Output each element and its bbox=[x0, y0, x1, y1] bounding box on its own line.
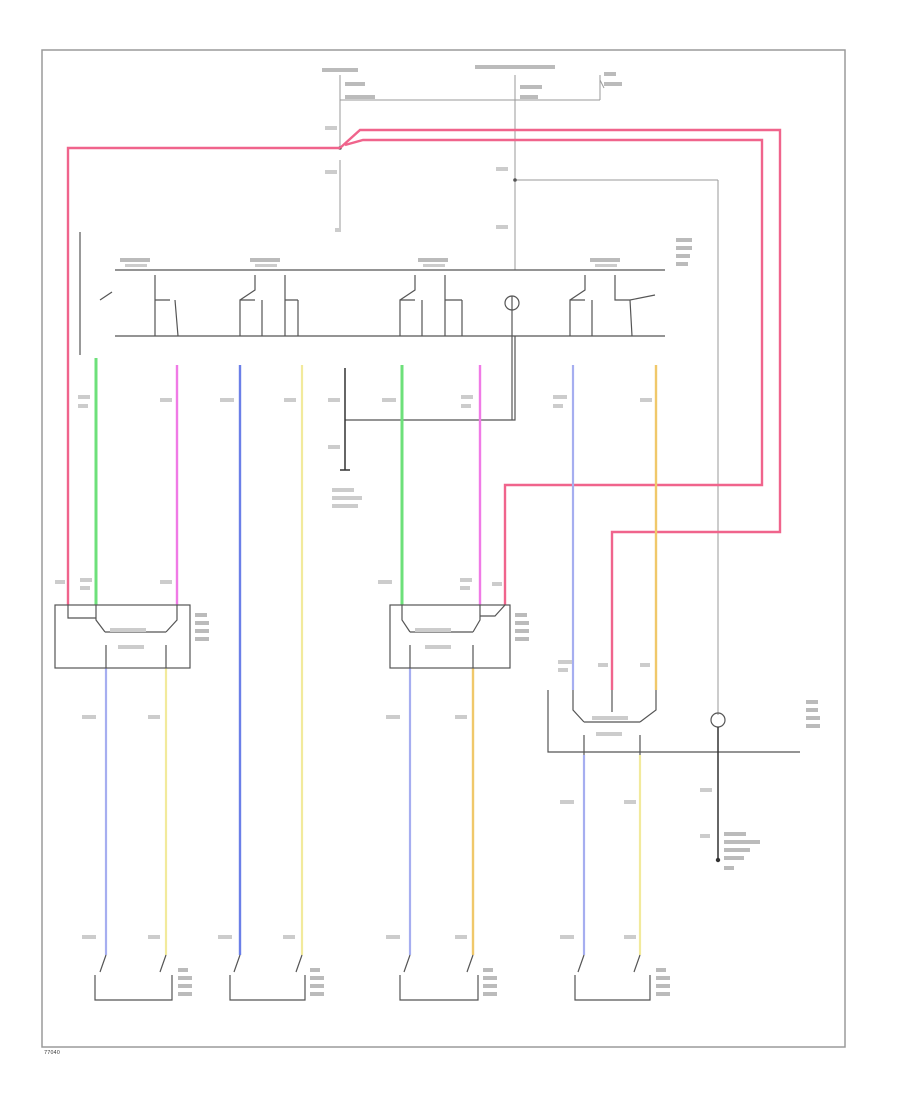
master-switch-right-front bbox=[399, 275, 463, 336]
component-labels bbox=[55, 65, 820, 996]
diagram-number: 77040 bbox=[44, 1050, 60, 1056]
left-rear-door-switch bbox=[54, 604, 191, 669]
right-front-window-motor bbox=[399, 954, 479, 1001]
master-switch-left-front bbox=[239, 275, 299, 336]
master-switch-assembly bbox=[79, 232, 665, 471]
left-front-window-motor bbox=[229, 954, 306, 1001]
illumination-lamp bbox=[504, 295, 520, 420]
right-rear-window-motor bbox=[574, 954, 651, 1001]
power-feed-wires bbox=[66, 128, 782, 690]
right-front-door-switch bbox=[389, 604, 511, 669]
diagram-border bbox=[41, 49, 846, 1048]
right-rear-door-switch bbox=[547, 690, 800, 863]
power-source-section bbox=[338, 75, 719, 715]
master-switch-left-rear bbox=[99, 275, 179, 337]
master-switch-right-rear bbox=[569, 275, 656, 337]
circuit-wires bbox=[94, 358, 658, 955]
left-rear-window-motor bbox=[94, 954, 173, 1001]
